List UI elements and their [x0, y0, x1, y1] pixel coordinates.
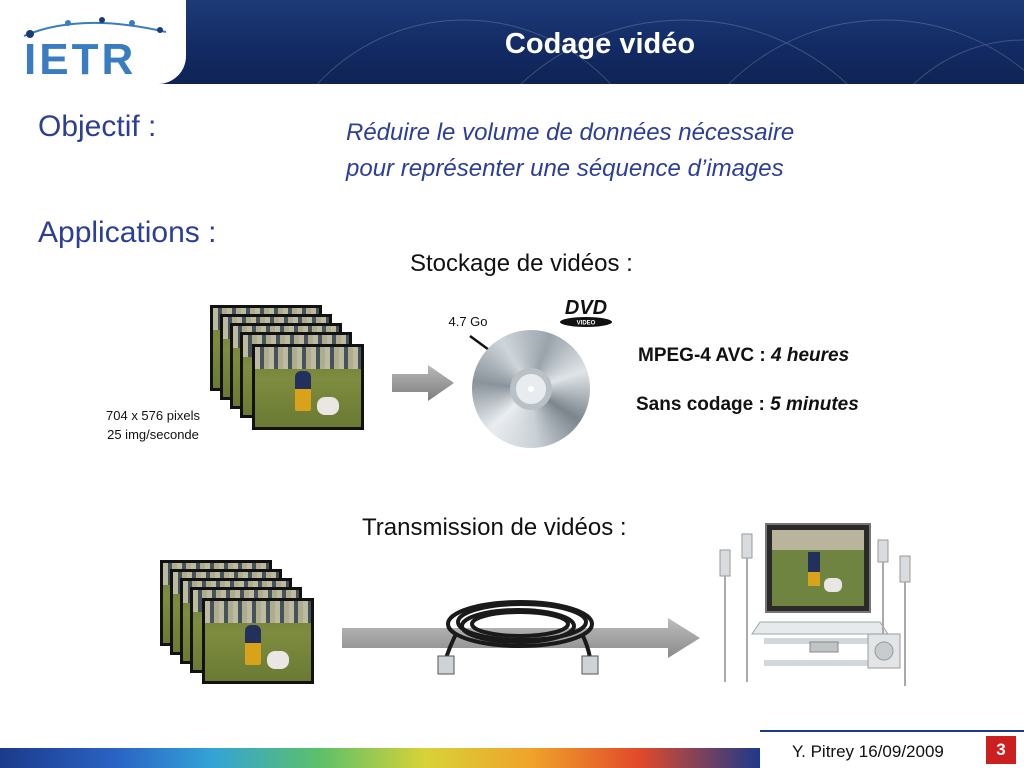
raw-duration: Sans codage : 5 minutes [636, 394, 859, 416]
logo-text: IETR [24, 35, 137, 84]
objective-label: Objectif : [38, 110, 157, 143]
video-frame-icon [202, 598, 314, 684]
footer-box [760, 730, 1024, 768]
slide-title: Codage vidéo [504, 28, 696, 60]
video-resolution: 704 x 576 pixels [106, 408, 200, 423]
applications-label: Applications : [38, 216, 217, 249]
video-framerate: 25 img/seconde [107, 427, 199, 442]
mpeg-value: 4 heures [771, 345, 850, 366]
dvd-disc-icon [472, 330, 590, 448]
raw-label: Sans codage : [636, 394, 765, 415]
video-specs: 704 x 576 pixels 25 img/seconde [92, 406, 214, 444]
raw-value: 5 minutes [770, 394, 859, 415]
video-frame-icon [252, 344, 364, 430]
header-bar: IETR Codage vidéo [0, 0, 1024, 84]
tv-home-cinema-icon [719, 523, 911, 686]
objective-line-1: Réduire le volume de données nécessaire [346, 119, 795, 146]
svg-text:VIDEO: VIDEO [577, 321, 596, 327]
transmission-title: Transmission de vidéos : [362, 514, 627, 541]
storage-title: Stockage de vidéos : [410, 250, 633, 277]
arrow-right-icon [392, 365, 454, 401]
mpeg-label: MPEG-4 AVC : [638, 345, 766, 366]
svg-text:DVD: DVD [565, 297, 607, 319]
dvd-video-logo: DVD VIDEO [560, 297, 612, 327]
objective-line-2: pour représenter une séquence d’images [346, 155, 784, 182]
page-number: 3 [986, 736, 1016, 764]
objective-text: Réduire le volume de données nécessaire … [346, 115, 926, 187]
footer-author-date: Y. Pitrey 16/09/2009 [792, 742, 944, 761]
ietr-logo: IETR [0, 0, 186, 84]
footer-color-bar [0, 748, 760, 768]
dvd-capacity: 4.7 Go [448, 314, 488, 329]
logo-arc-icon [23, 17, 167, 38]
ethernet-cable-icon [437, 600, 599, 675]
dvd-hole [510, 368, 552, 410]
mpeg-duration: MPEG-4 AVC : 4 heures [638, 345, 849, 367]
header-decoration [316, 19, 1024, 84]
